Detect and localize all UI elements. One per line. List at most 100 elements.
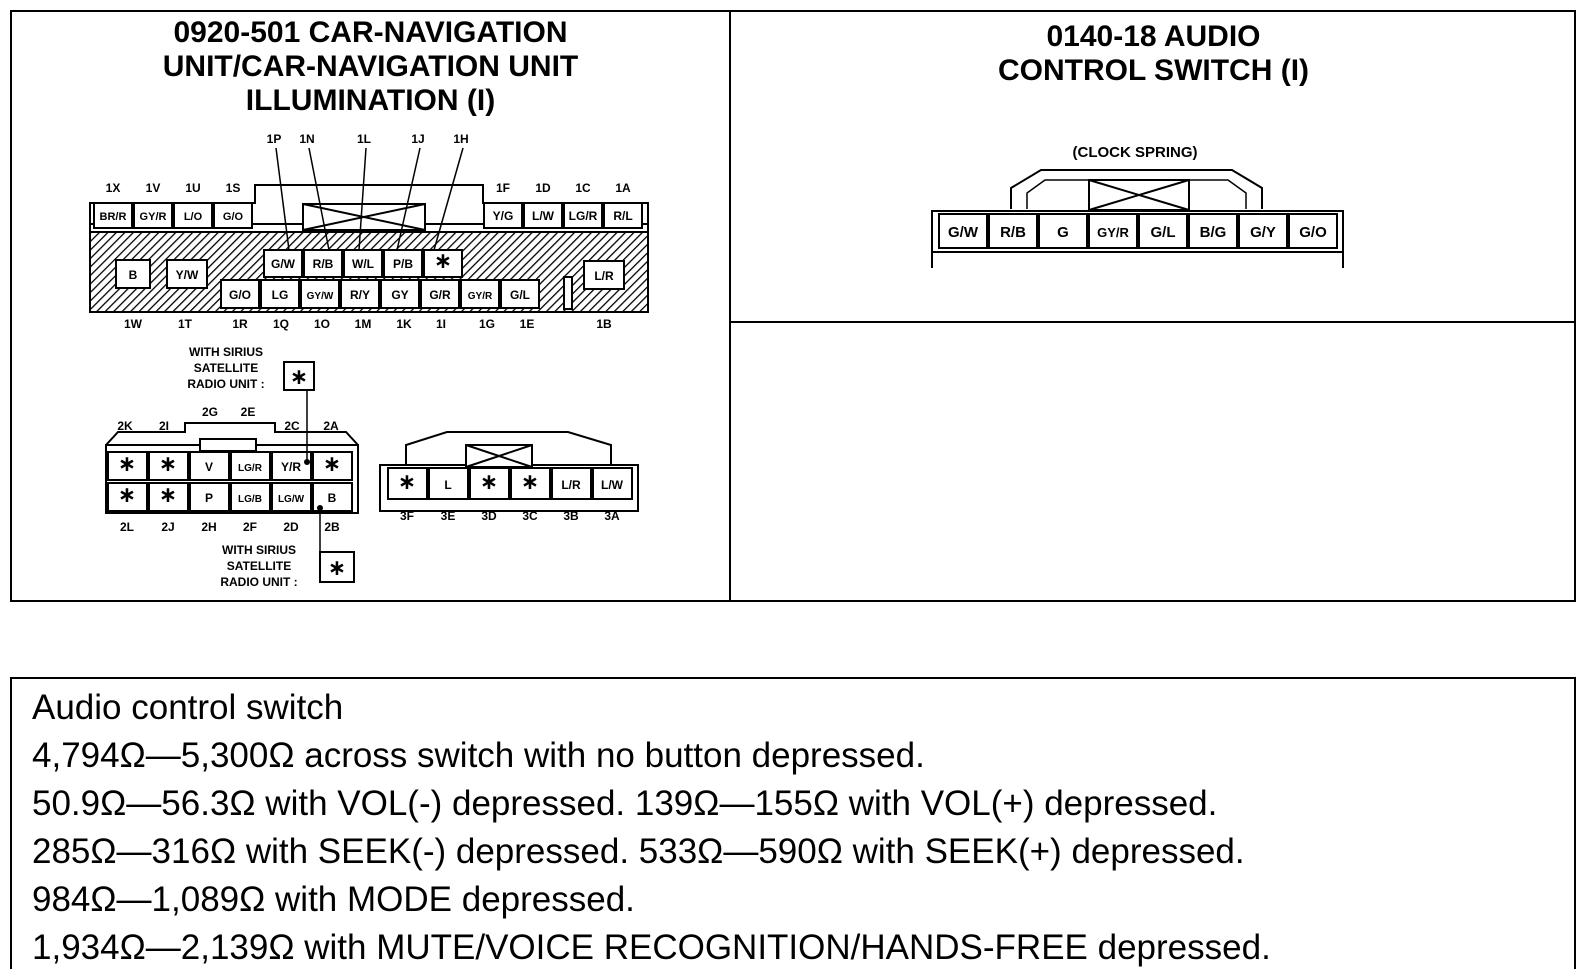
clock-spring-label: (CLOCK SPRING) (1073, 144, 1198, 161)
pin-id-label: 1A (615, 181, 631, 195)
pin-id-label: 2K (117, 419, 133, 433)
wire-color-label: R/B (313, 257, 334, 271)
pin-id-label: 1U (185, 181, 200, 195)
connector-outline (931, 210, 1344, 268)
wire-color-label: LG/R (238, 463, 263, 474)
connector-outline (405, 431, 612, 467)
pin-id-label: 1M (355, 317, 372, 331)
keying-post (563, 276, 573, 310)
cavity-frame (343, 249, 383, 278)
cavity-frame (583, 260, 625, 290)
wire-color-label: P (205, 491, 213, 505)
latch-box (199, 438, 257, 452)
sirius-box (319, 551, 355, 583)
latch-cross (1088, 179, 1190, 211)
wire-color-label: BR/R (100, 211, 127, 223)
wire-color-label: Y/G (493, 209, 514, 223)
wire-color-label: GY (391, 288, 408, 302)
wire-color-label: B (129, 268, 138, 282)
cavity-frame (563, 202, 603, 229)
cavity-frame (523, 202, 563, 229)
wire-color-label: L (444, 478, 451, 492)
pin-id-label: 2A (323, 419, 339, 433)
cavity-frame (500, 279, 540, 309)
wire-color-label: W/L (352, 257, 374, 271)
cavity-frame (107, 451, 148, 481)
wire-color-label: G/Y (1250, 224, 1276, 241)
pin-id-label: 2B (324, 520, 340, 534)
pin-id-label: 1J (411, 132, 424, 146)
leader-line (358, 147, 367, 251)
sirius-box (283, 361, 315, 391)
nav-title-line: ILLUMINATION (I) (245, 84, 496, 117)
cavity-frame (510, 467, 551, 500)
audio-title-line: CONTROL SWITCH (I) (997, 54, 1310, 87)
wire-color-label: LG/W (278, 494, 305, 505)
cavity-frame (263, 249, 303, 278)
pin-id-label: 1I (436, 317, 446, 331)
note-label: WITH SIRIUS (222, 543, 296, 557)
nav-connector: BR/R1XGY/R1VL/O1UG/O1SY/G1FL/W1DLG/R1CR/… (89, 132, 649, 331)
pin-id-label: 2E (241, 405, 256, 419)
wire-color-label: G/L (1151, 224, 1176, 241)
wire-color-label: LG/B (238, 494, 262, 505)
cavity-frame (230, 451, 271, 481)
note-label: RADIO UNIT : (187, 377, 264, 391)
resistance-notes: Audio control switch 4,794Ω—5,300Ω acros… (32, 684, 1562, 972)
note-line: 50.9Ω—56.3Ω with VOL(-) depressed. 139Ω—… (32, 784, 1218, 823)
connector-outline (1010, 169, 1263, 209)
nav-connector-title: 0920-501 CAR-NAVIGATION UNIT/CAR-NAVIGAT… (12, 16, 729, 118)
wire-color-label: ∗ (323, 451, 341, 476)
cavity-frame (189, 482, 230, 512)
note-line: 1,934Ω—2,139Ω with MUTE/VOICE RECOGNITIO… (32, 928, 1271, 967)
pin-id-label: 1O (314, 317, 330, 331)
latch-cross (465, 444, 533, 468)
wire-color-label: G/W (948, 224, 979, 241)
wire-color-label: R/Y (350, 288, 370, 302)
cavity-frame (230, 482, 271, 512)
wire-color-label: Y/W (176, 268, 199, 282)
cavity-frame (387, 467, 428, 500)
leader-dot (304, 459, 310, 465)
pin-id-label: 2F (243, 520, 257, 534)
cavity-frame (428, 467, 469, 500)
cavity-frame (148, 451, 189, 481)
wire-color-label: ∗ (398, 469, 416, 494)
pin-id-label: 1B (596, 317, 612, 331)
note-line: 285Ω—316Ω with SEEK(-) depressed. 533Ω—5… (32, 832, 1245, 871)
cavity-frame (592, 467, 633, 500)
wire-color-label: ∗ (159, 451, 177, 476)
cavity-frame (423, 249, 463, 278)
audio-title-line: 0140-18 AUDIO (1046, 20, 1261, 53)
pin-id-label: 1G (479, 317, 495, 331)
cavity-frame (173, 202, 213, 229)
wire-color-label: P/B (393, 257, 413, 271)
cavity-frame (1138, 213, 1188, 249)
pin-id-label: 2I (159, 419, 169, 433)
wire-color-label: G/R (429, 288, 451, 302)
audio-switch-title: 0140-18 AUDIO CONTROL SWITCH (I) (731, 20, 1576, 88)
pin-id-label: 1F (496, 181, 510, 195)
cavity-frame (312, 451, 353, 481)
wire-color-label: R/B (1000, 224, 1026, 241)
wire-color-label: ∗ (159, 482, 177, 507)
cavity-frame (988, 213, 1038, 249)
pin-id-label: 1N (299, 132, 314, 146)
wire-color-label: LG/R (569, 209, 598, 223)
cavity-frame (303, 249, 343, 278)
leader-dot (317, 505, 323, 511)
wire-color-label: V (205, 460, 213, 474)
leader-line (308, 147, 330, 251)
wire-color-label: ∗ (118, 451, 136, 476)
panel-divider-horizontal (729, 321, 1576, 323)
cavity-frame (383, 249, 423, 278)
pin-id-label: 1V (146, 181, 161, 195)
wire-color-label: R/L (613, 209, 632, 223)
note-label: WITH SIRIUS (189, 345, 263, 359)
wire-color-label: GY/R (1097, 225, 1129, 240)
pin-id-label: 1P (267, 132, 282, 146)
pin-id-label: 1E (520, 317, 535, 331)
